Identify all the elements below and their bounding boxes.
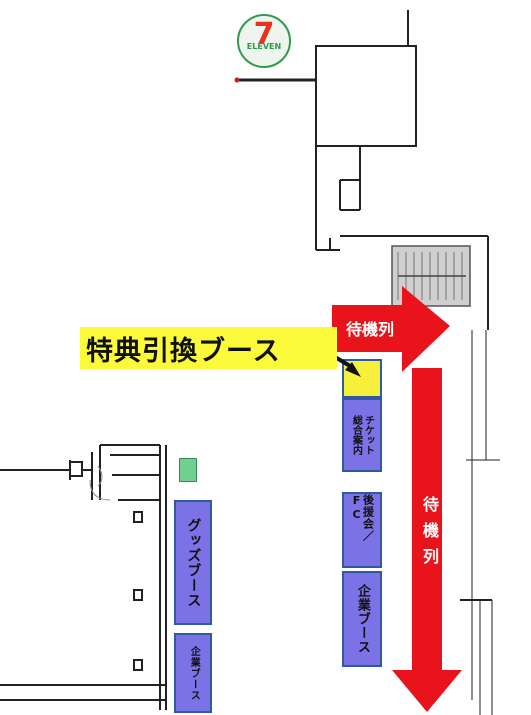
booth-ticket-info-line1: チケット bbox=[362, 415, 374, 455]
booth-ticket-info-line2: 総合案内 bbox=[350, 415, 362, 455]
building-block bbox=[315, 45, 417, 147]
seven-eleven-logo: 7 ELEVEN bbox=[237, 14, 291, 68]
booth-company-left-label: 企業ブース bbox=[188, 645, 200, 701]
booth-goods: グッズブース bbox=[174, 500, 212, 625]
queue-label-vertical: 待機列 bbox=[420, 496, 439, 574]
booth-company-right: 企業ブース bbox=[342, 571, 382, 667]
booth-company-right-label: 企業ブース bbox=[354, 584, 370, 654]
booth-supporters-fc: 後援会／FC bbox=[342, 492, 382, 568]
logo-eleven-text: ELEVEN bbox=[246, 42, 282, 51]
queue-label-horizontal: 待機列 bbox=[346, 320, 395, 339]
queue-arrow-vertical bbox=[392, 368, 462, 712]
reward-exchange-callout: 特典引換ブース bbox=[80, 327, 337, 369]
green-marker bbox=[179, 458, 197, 482]
logo-seven-text: 7 bbox=[253, 17, 275, 52]
booth-goods-label: グッズブース bbox=[185, 517, 202, 608]
queue-arrow-horizontal bbox=[332, 286, 450, 372]
booth-supporters-fc-label: 後援会／FC bbox=[350, 494, 375, 542]
callout-text: 特典引換ブース bbox=[86, 335, 281, 367]
booth-company-left: 企業ブース bbox=[174, 633, 212, 713]
booth-ticket-info: チケット 総合案内 bbox=[342, 398, 382, 472]
